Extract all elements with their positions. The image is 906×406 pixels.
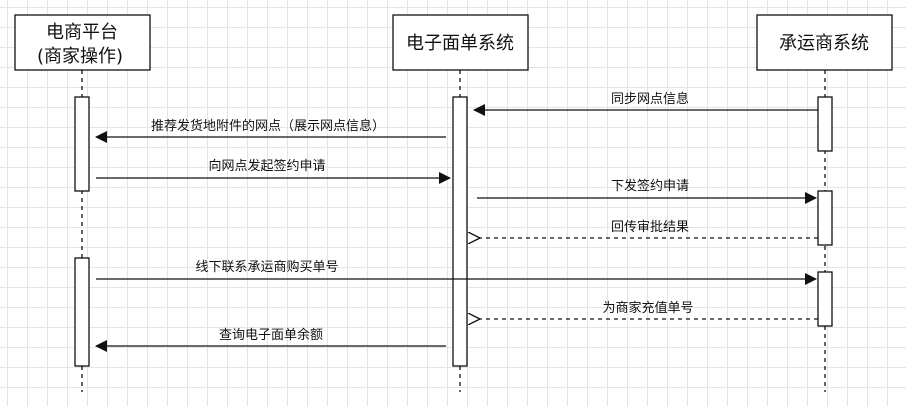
- message-label: 为商家充值单号: [602, 300, 693, 316]
- participant-label: (商家操作): [37, 46, 123, 67]
- message-3[interactable]: 向网点发起签约申请: [96, 158, 451, 184]
- activation-carrier-1: [817, 96, 833, 152]
- participant-label: 电子面单系统: [406, 33, 514, 54]
- activation-waybill: [452, 96, 468, 367]
- message-6[interactable]: 线下联系承运商购买单号: [96, 259, 817, 285]
- message-1[interactable]: 同步网点信息: [473, 91, 818, 116]
- activation-platform-1: [74, 96, 90, 192]
- message-2[interactable]: 推荐发货地附件的网点（展示网点信息）: [95, 118, 446, 143]
- message-7[interactable]: 为商家充值单号: [479, 300, 818, 319]
- message-label: 推荐发货地附件的网点（展示网点信息）: [151, 118, 385, 134]
- message-label: 查询电子面单余额: [219, 327, 323, 343]
- participant-platform[interactable]: 电商平台 (商家操作): [14, 14, 151, 71]
- message-label: 回传审批结果: [611, 220, 689, 235]
- participant-label: 电商平台: [46, 22, 118, 43]
- message-8[interactable]: 查询电子面单余额: [95, 327, 446, 352]
- message-label: 下发签约申请: [611, 178, 689, 194]
- message-label: 同步网点信息: [611, 91, 689, 107]
- activation-carrier-2: [817, 190, 833, 246]
- participant-waybill[interactable]: 电子面单系统: [392, 14, 529, 71]
- participant-label: 承运商系统: [779, 33, 869, 54]
- message-5[interactable]: 回传审批结果: [479, 220, 818, 238]
- activation-carrier-3: [817, 271, 833, 327]
- message-label: 线下联系承运商购买单号: [195, 259, 338, 275]
- activation-platform-2: [74, 257, 90, 367]
- message-label: 向网点发起签约申请: [208, 158, 325, 174]
- message-4[interactable]: 下发签约申请: [477, 178, 817, 204]
- participant-carrier[interactable]: 承运商系统: [756, 14, 893, 71]
